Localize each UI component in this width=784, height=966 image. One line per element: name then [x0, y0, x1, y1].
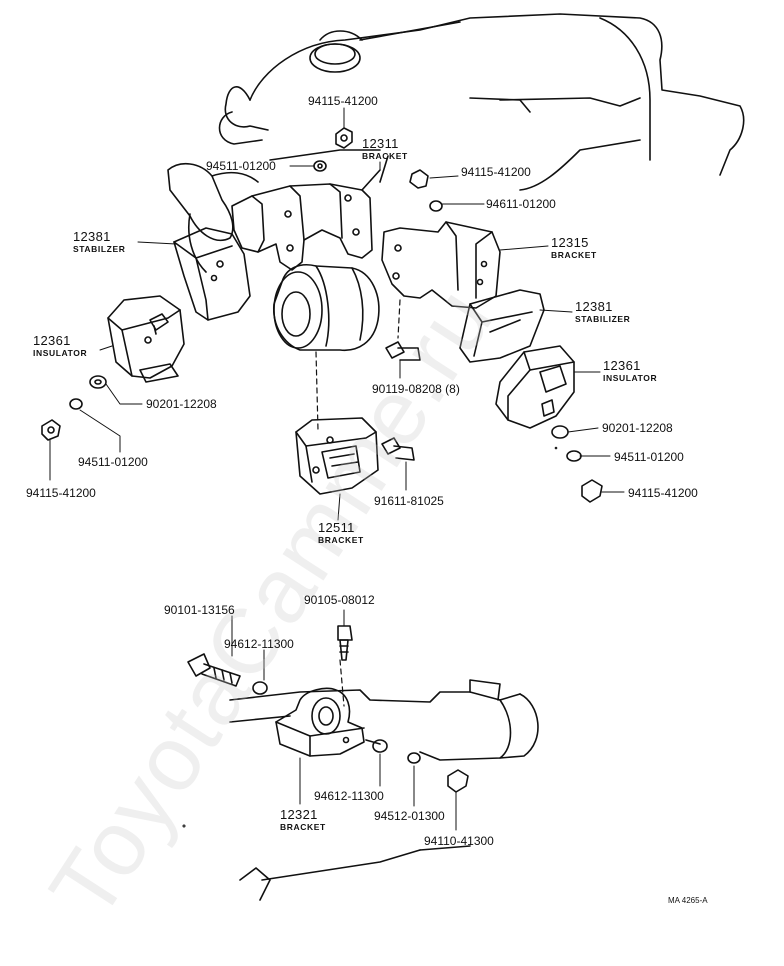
part-label-washer-right-94511: 94511-01200	[614, 450, 684, 464]
part-label-bolt-90119: 90119-08208 (8)	[372, 382, 460, 396]
bolt-shapes	[187, 341, 421, 687]
part-label-bolt-90105: 90105-08012	[304, 593, 375, 607]
part-label-bolt-90101: 90101-13156	[164, 603, 235, 617]
insulator-left-shape	[107, 295, 185, 383]
bracket-12315-shape	[381, 221, 501, 309]
part-label-washer-right1: 94611-01200	[486, 197, 556, 211]
part-label-bolt-91611: 91611-81025	[374, 494, 444, 508]
part-name-stabilizer-right: STABILIZER	[575, 314, 631, 324]
part-number-insulator-right: 12361	[603, 358, 641, 373]
print-specks	[182, 446, 558, 828]
part-label-washer-right-90201: 90201-12208	[602, 421, 673, 435]
part-name-insulator-right: INSULATOR	[603, 373, 658, 383]
transmission-outline	[229, 679, 539, 901]
part-label-washer-left-90201: 90201-12208	[146, 397, 217, 411]
part-label-nut-left-94115: 94115-41200	[26, 486, 96, 500]
part-number-stabilizer-left: 12381	[73, 229, 111, 244]
part-name-bracket-12311: BRACKET	[362, 151, 408, 161]
stabilizer-right-shape	[459, 289, 545, 363]
bracket-12321-shape	[275, 687, 365, 757]
bracket-12311-shape	[231, 169, 381, 271]
engine-block-outline	[218, 13, 745, 191]
part-name-bracket-12511: BRACKET	[318, 535, 364, 545]
part-name-bracket-12315: BRACKET	[551, 250, 597, 260]
part-number-bracket-12511: 12511	[318, 520, 355, 535]
part-label-washer-left-94511: 94511-01200	[78, 455, 148, 469]
part-label-washer-top: 94511-01200	[206, 159, 276, 173]
part-label-washer-94612-lower: 94612-11300	[314, 789, 384, 803]
insulator-right-shape	[495, 345, 575, 429]
fan-outline	[167, 163, 259, 273]
part-label-nut-94110: 94110-41300	[424, 834, 494, 848]
diagram-code: MA 4265-A	[668, 896, 708, 905]
part-label-nut-right-94115: 94115-41200	[628, 486, 698, 500]
part-number-bracket-12315: 12315	[551, 235, 589, 250]
part-number-bracket-12321: 12321	[280, 807, 318, 822]
part-name-bracket-12321: BRACKET	[280, 822, 326, 832]
part-label-nut-right1: 94115-41200	[461, 165, 531, 179]
leader-lines	[49, 107, 625, 831]
part-number-insulator-left: 12361	[33, 333, 71, 348]
part-name-insulator-left: INSULATOR	[33, 348, 88, 358]
part-label-washer-94612-upper: 94612-11300	[224, 637, 294, 651]
part-number-stabilizer-right: 12381	[575, 299, 613, 314]
part-number-bracket-12311: 12311	[362, 136, 399, 151]
alternator-mount-shape	[273, 264, 380, 351]
part-label-nut-top: 94115-41200	[308, 94, 378, 108]
assembly-lines	[315, 299, 401, 707]
part-name-stabilizer-left: STABILZER	[73, 244, 126, 254]
part-label-washer-94512: 94512-01300	[374, 809, 445, 823]
bracket-12511-shape	[295, 417, 379, 495]
stabilizer-left-shape	[173, 227, 251, 321]
